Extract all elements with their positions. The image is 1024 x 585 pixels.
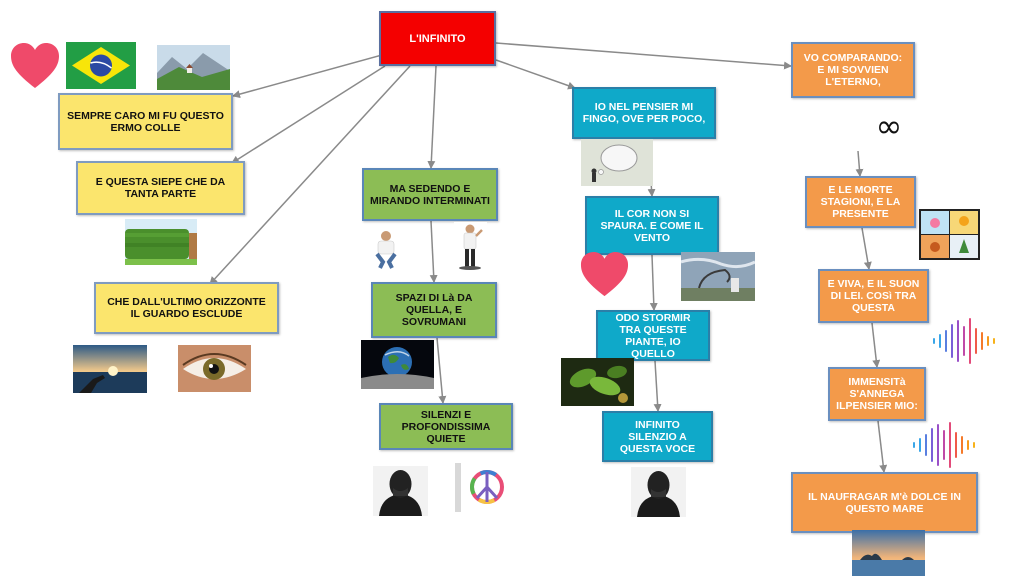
edge-c3-c4: [653, 360, 662, 412]
eye-image: [178, 345, 251, 392]
edge-root-o1: [495, 42, 792, 70]
node-infinito-silenzio[interactable]: INFINITO SILENZIO A QUESTA VOCE: [602, 411, 713, 462]
heart-icon-2: [578, 249, 631, 300]
peace-sign-image: [455, 463, 509, 512]
root-node[interactable]: L'INFINITO: [379, 11, 496, 66]
node-naufragar[interactable]: IL NAUFRAGAR M'è DOLCE IN QUESTO MARE: [791, 472, 978, 533]
windy-scene-image: [681, 252, 755, 301]
seasons-image: [919, 209, 980, 260]
node-immensita[interactable]: IMMENSITà S'ANNEGA ILPENSIER MIO:: [828, 367, 926, 421]
hooded-person-image-2: [631, 467, 686, 517]
earth-moon-image: [361, 340, 434, 389]
node-odo-stormir[interactable]: ODO STORMIR TRA QUESTE PIANTE, IO QUELLO: [596, 310, 710, 361]
node-il-cor[interactable]: IL COR NON SI SPAURA. E COME IL VENTO: [585, 196, 719, 255]
sea-sunset-image: [852, 530, 925, 576]
node-morte-stagioni[interactable]: E LE MORTE STAGIONI, E LA PRESENTE: [805, 176, 916, 228]
hill-landscape-image: [157, 45, 230, 90]
node-questa-siepe[interactable]: E QUESTA SIEPE CHE DA TANTA PARTE: [76, 161, 245, 215]
edge-o2-o3: [861, 227, 872, 270]
edge-root-g1: [427, 65, 437, 169]
edge-root-y1: [232, 54, 383, 98]
node-spazi[interactable]: SPAZI DI Là DA QUELLA, E SOVRUMANI: [371, 282, 497, 338]
heart-icon: [9, 40, 61, 92]
node-ma-sedendo[interactable]: MA SEDENDO E MIRANDO INTERMINATI: [362, 168, 498, 221]
hooded-person-image: [373, 466, 428, 516]
standing-man-image: [454, 222, 487, 272]
edge-root-c1: [495, 59, 576, 90]
node-silenzi[interactable]: SILENZI E PROFONDISSIMA QUIETE: [379, 403, 513, 450]
edge-o3-o4: [871, 322, 881, 368]
soundwave-icon-2: [910, 421, 982, 469]
hedge-image: [125, 219, 197, 265]
edge-o1-o2: [855, 150, 864, 177]
edge-o4-o5: [877, 420, 888, 473]
leaves-image: [561, 358, 634, 406]
brazil-flag-image: [66, 42, 136, 89]
node-vo-comparando[interactable]: VO COMPARANDO: E MI SOVVIEN L'ETERNO,: [791, 42, 915, 98]
soundwave-icon: [930, 317, 1002, 365]
thought-bubble-image: [581, 139, 653, 186]
node-ultimo-orizzonte[interactable]: CHE DALL'ULTIMO ORIZZONTE IL GUARDO ESCL…: [94, 282, 279, 334]
infinity-icon: ∞: [869, 110, 909, 144]
node-io-nel-pensier[interactable]: IO NEL PENSIER MI FINGO, OVE PER POCO,: [572, 87, 716, 139]
edge-g2-g3: [436, 337, 447, 404]
node-e-viva[interactable]: E VIVA, E IL SUON DI LEI. COSì TRA QUEST…: [818, 269, 929, 323]
node-sempre-caro[interactable]: SEMPRE CARO MI FU QUESTO ERMO COLLE: [58, 93, 233, 150]
edge-c2-c3: [649, 254, 658, 311]
horizon-hand-image: [73, 345, 147, 393]
svg-text:∞: ∞: [876, 110, 903, 144]
edge-g1-g2: [429, 220, 438, 283]
edge-root-y3: [209, 65, 411, 285]
sitting-man-image: [371, 228, 401, 270]
edge-root-y2: [231, 65, 386, 164]
